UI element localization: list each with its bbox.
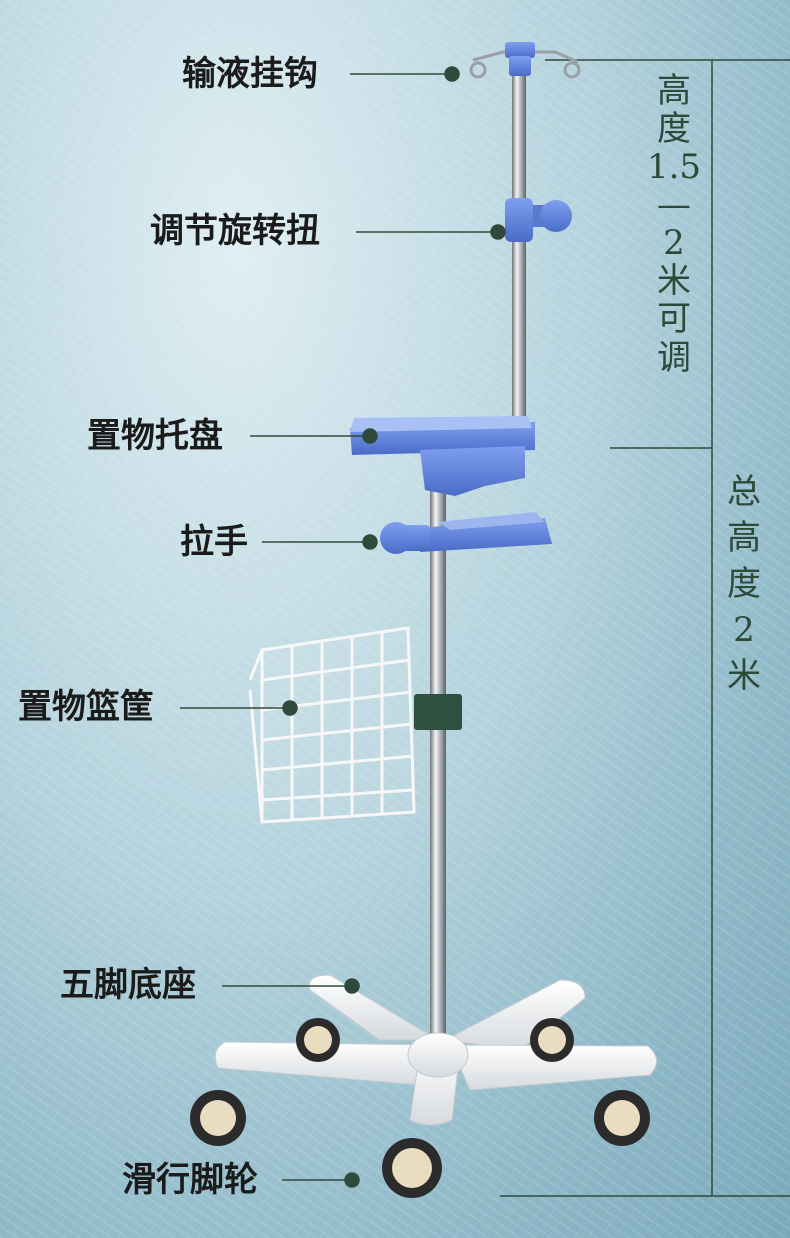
- label-push-handle: 拉手: [180, 522, 248, 562]
- adj-char: 调: [657, 337, 691, 378]
- total-height-annotation: 总 高 度 2 米: [714, 470, 774, 699]
- caster-wheels: [190, 1018, 650, 1198]
- adj-char: 2: [663, 223, 685, 264]
- storage-basket: [248, 626, 416, 824]
- label-adjustment-knob: 调节旋转扭: [150, 211, 320, 251]
- label-five-leg-base: 五脚底座: [60, 965, 196, 1005]
- total-char: 高: [727, 517, 761, 558]
- adj-char: 高: [657, 71, 691, 111]
- adjustable-height-annotation: 高 度 1.5 — 2 米 可 调: [644, 72, 704, 377]
- lower-pole: [430, 440, 446, 1060]
- label-iv-hook: 输液挂钩: [182, 54, 318, 94]
- total-char: 2: [733, 609, 755, 650]
- label-storage-tray: 置物托盘: [87, 416, 223, 456]
- adj-char: 米: [657, 261, 691, 302]
- upper-pole: [512, 70, 526, 440]
- basket-clamp: [414, 694, 462, 730]
- adj-char: 1.5: [646, 147, 702, 188]
- dimension-lines: [500, 59, 790, 1197]
- storage-tray: [350, 416, 535, 496]
- iv-hook: [469, 42, 581, 79]
- label-storage-basket: 置物篮筐: [18, 687, 154, 727]
- total-char: 度: [727, 563, 761, 604]
- push-handle: [380, 512, 552, 554]
- total-char: 总: [727, 472, 761, 512]
- label-caster-wheels: 滑行脚轮: [122, 1160, 258, 1200]
- adjustment-knob: [505, 198, 572, 242]
- adj-char: —: [657, 185, 691, 226]
- five-leg-base: [214, 974, 657, 1126]
- leader-lines: [180, 66, 506, 1188]
- adj-char: 度: [657, 109, 691, 150]
- adj-char: 可: [657, 299, 691, 340]
- total-char: 米: [727, 655, 761, 696]
